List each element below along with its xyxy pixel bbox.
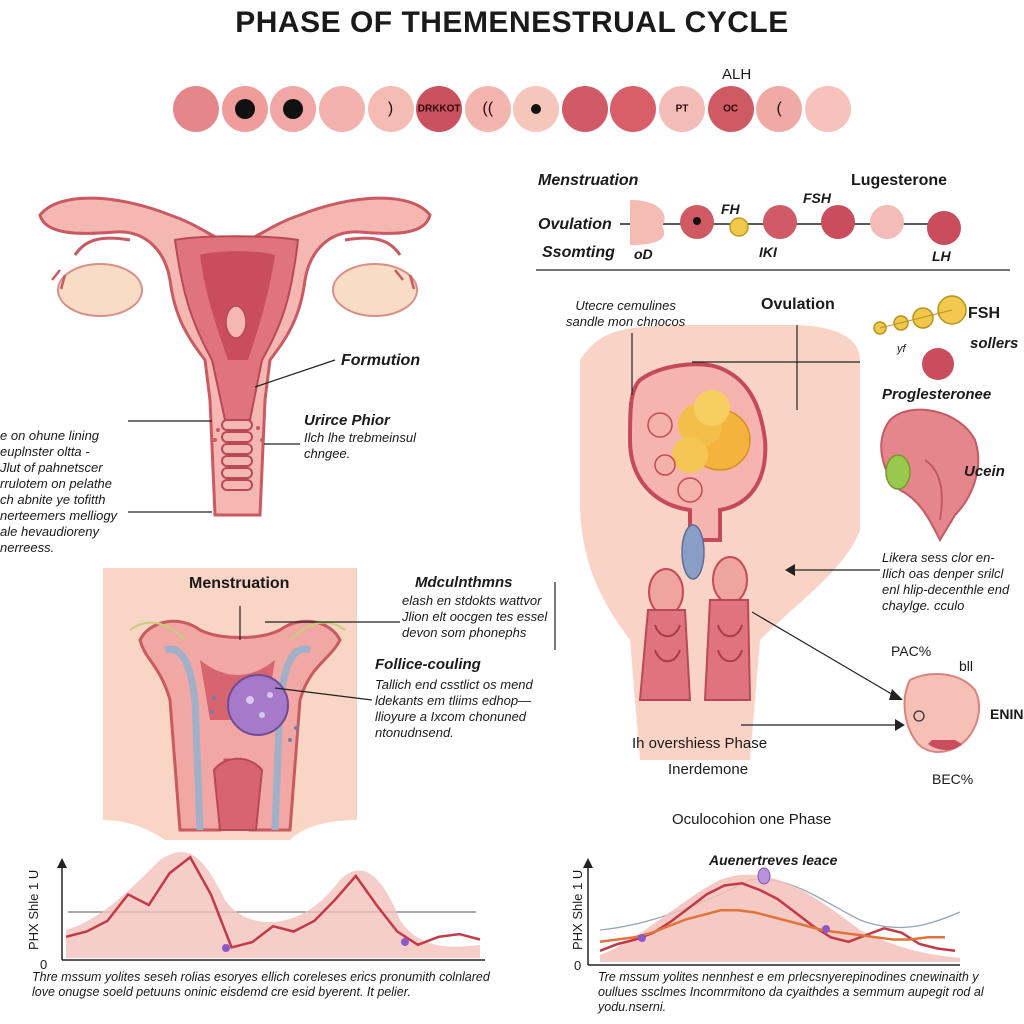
chart-left-y0: 0 [40, 957, 48, 972]
phase-circle [221, 86, 268, 132]
chart-left-series-1 [65, 855, 481, 949]
chart-right-series-2 [599, 909, 945, 944]
legend-row-right [536, 200, 1010, 271]
text-mid: elash en stdokts wattvor Jlion elt oocge… [402, 593, 548, 640]
uterus-diagram-bottom [103, 568, 556, 840]
phase-circle: (( [464, 86, 511, 132]
phase-circle [319, 86, 365, 132]
label-menstruation-bottom: Menstruation [189, 575, 290, 592]
phase-circle-dot [531, 104, 542, 114]
legend-lugesterone: Lugesterone [851, 172, 948, 189]
label-ucein: Ucein [964, 463, 1005, 480]
text-left-block: e on ohune lining euplnster oltta - Jlut… [0, 428, 118, 555]
phase-circle-label: PT [675, 103, 689, 115]
label-pac: PAC% [891, 643, 932, 659]
legend-od: oD [634, 246, 653, 262]
phase-circle-label: DRKKOT [417, 103, 461, 115]
chart-right-y0: 0 [574, 958, 582, 973]
chart-left-ylabel: PHX Shle 1 U [26, 869, 41, 950]
label-bec: BEC% [932, 771, 974, 787]
label-oculocohion-phase: Oculocohion one Phase [672, 811, 832, 828]
legend-menstruation: Menstruation [538, 172, 639, 189]
label-sollers: sollers [970, 335, 1019, 352]
page-title: PHASE OF THEMENESTRUAL CYCLE [235, 6, 789, 39]
uterus-diagram-top [38, 196, 432, 517]
text-ovary-top: Utecre cemulines sandle mon chnocos [566, 298, 686, 329]
label-inerdemone: Inerdemone [668, 761, 749, 778]
label-progesterone: Proglesteronee [882, 386, 992, 403]
hormone-cluster [873, 295, 980, 753]
label-mdculnthmns: Mdculnthmns [415, 574, 513, 591]
phase-circle [173, 86, 220, 132]
label-urirce-phior: Urirce Phior [304, 412, 390, 429]
label-bil: bll [959, 658, 974, 674]
chart-right-point-peak [757, 867, 771, 885]
chart-left [57, 852, 485, 961]
phase-circle-label: (( [482, 100, 494, 117]
phase-circle-label: ) [387, 100, 394, 117]
phase-circle-strip: ) DRKKOT (( PT OC ( [172, 84, 852, 134]
legend-fh: FH [721, 201, 740, 217]
chart-right [583, 858, 961, 966]
phase-circle: ) [367, 86, 414, 132]
chart-right-ylabel: PHX Shle 1 U [570, 869, 585, 950]
label-fsh-right: FSH [968, 305, 1000, 322]
legend-ovulation: Ovulation [538, 216, 612, 233]
label-formution: Formution [341, 352, 421, 369]
phase-circle-dot [234, 99, 255, 119]
label-phase-overshiess: Ih overshiess Phase [632, 735, 768, 752]
phase-circle-label: ( [776, 100, 782, 117]
phase-circle-dot [283, 99, 304, 119]
label-ovulation-mid: Ovulation [761, 296, 835, 313]
phase-circle [561, 86, 608, 132]
strip-marker: ALH [722, 66, 752, 83]
phase-circle [610, 86, 657, 132]
legend-lh: LH [932, 248, 951, 264]
chart-left-caption: Thre mssum yolites seseh rolias esoryes … [32, 970, 490, 999]
chart-right-point-2 [822, 925, 830, 933]
legend-ssomting: Ssomting [542, 244, 615, 261]
legend-fsh: FSH [803, 190, 831, 206]
text-follicle: Tallich end csstlict os mend ldekants em… [375, 677, 533, 740]
chart-left-point-2 [401, 938, 409, 946]
label-yf: yf [897, 343, 906, 355]
chart-left-point-1 [222, 944, 230, 952]
text-urirce: Ilch lhe trebmeinsul chngee. [304, 430, 416, 461]
phase-circle: OC [707, 86, 754, 132]
phase-circle: ( [756, 86, 803, 132]
text-likera: Likera sess clor en- Ilich oas denper sr… [882, 550, 1010, 613]
chart-right-caption: Tre mssum yolites nennhest e em prlecsny… [598, 970, 984, 1014]
phase-circle: DRKKOT [416, 86, 463, 132]
ovary-cross-section [580, 325, 905, 760]
legend-iki: IKI [759, 244, 777, 260]
chart-right-title: Auenertreves leace [709, 852, 838, 868]
phase-circle [270, 86, 317, 132]
chart-right-point-1 [638, 934, 646, 942]
label-enin: ENIN [990, 706, 1024, 722]
phase-circle: PT [659, 86, 705, 132]
label-follicle-couling: Follice-couling [375, 656, 481, 673]
phase-circle [513, 86, 560, 132]
phase-circle-label: OC [723, 103, 739, 115]
phase-circle [804, 86, 851, 132]
